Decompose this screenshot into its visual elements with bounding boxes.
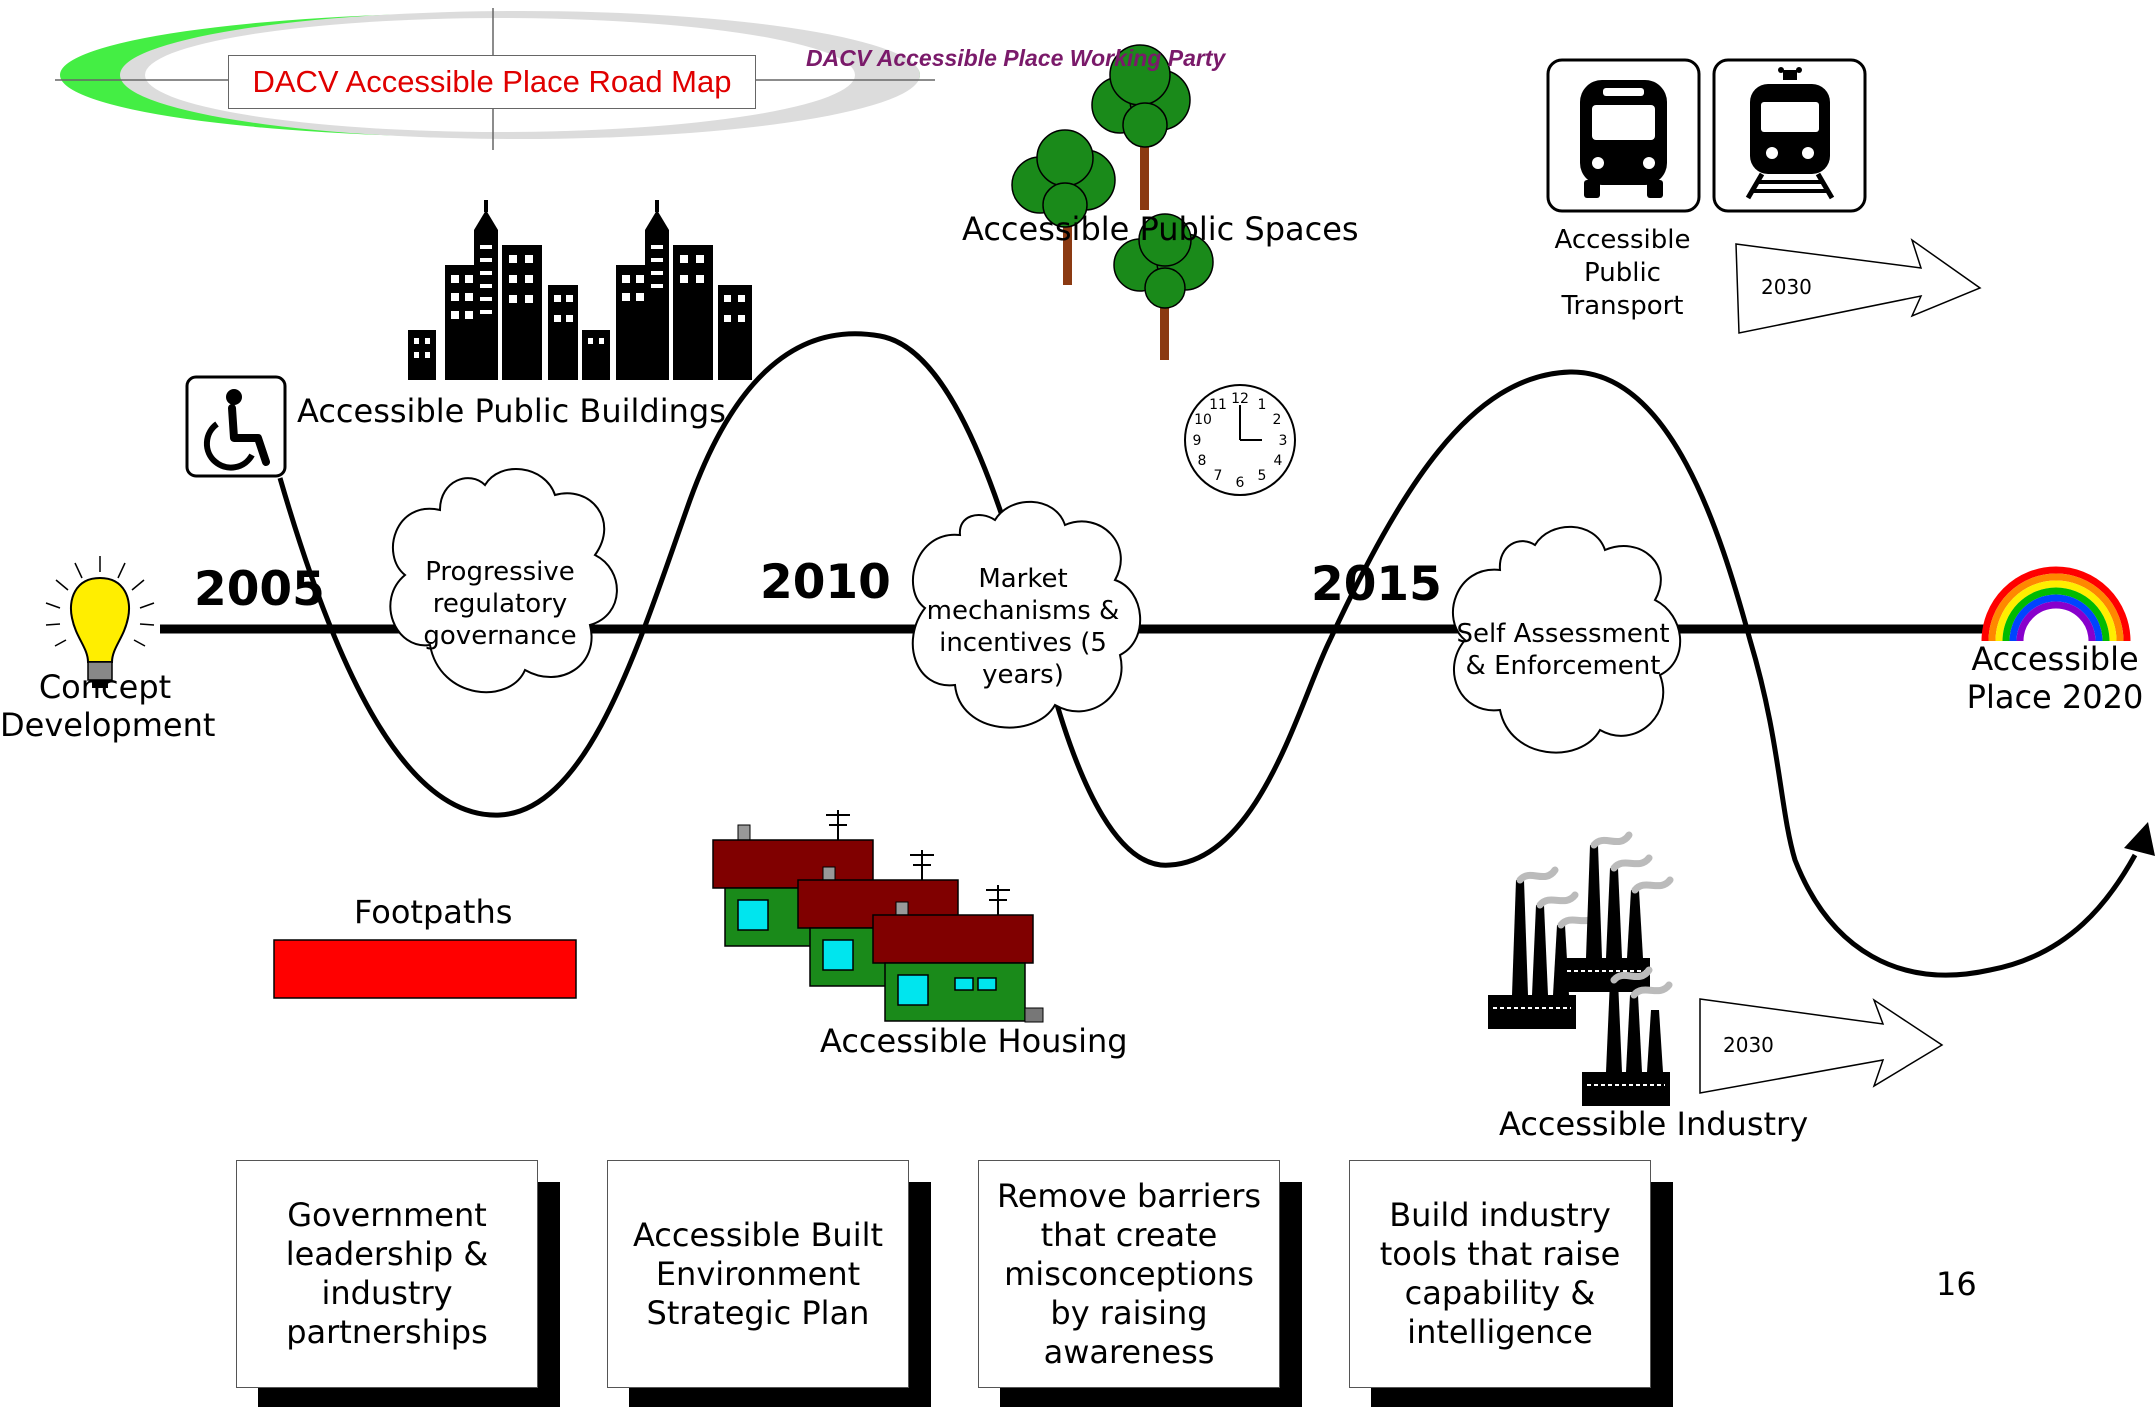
strategy-box: Accessible Built Environment Strategic P…	[607, 1160, 909, 1388]
cloud-progressive	[389, 468, 618, 694]
footpath-bar	[273, 939, 577, 999]
accessible-industry-label: Accessible Industry	[1499, 1105, 1809, 1143]
city-windows	[414, 245, 745, 358]
year-2010-label: 2010	[760, 555, 891, 610]
working-party-caption: DACV Accessible Place Working Party	[806, 45, 1226, 71]
strategy-box: Remove barriers that create misconceptio…	[978, 1160, 1280, 1388]
strategy-box-text: Build industry tools that raise capabili…	[1379, 1196, 1621, 1351]
svg-text:4: 4	[1274, 453, 1283, 469]
transport-2030-arrow	[1735, 238, 1982, 334]
svg-text:2: 2	[1273, 412, 1282, 428]
tree-icon	[1091, 44, 1191, 210]
strategy-box-text: Remove barriers that create misconceptio…	[996, 1176, 1262, 1371]
tree-icon	[1113, 213, 1214, 360]
svg-text:1: 1	[1258, 397, 1267, 413]
svg-text:10: 10	[1194, 412, 1212, 428]
year-2015-label: 2015	[1311, 557, 1442, 612]
bus-icon	[1546, 58, 1701, 213]
strategy-box-text: Accessible Built Environment Strategic P…	[632, 1215, 884, 1332]
svg-text:12: 12	[1231, 391, 1249, 407]
factory-icon	[1562, 831, 1674, 992]
strategy-box: Government leadership & industry partner…	[236, 1160, 538, 1388]
cloud-self-assessment	[1451, 525, 1682, 754]
wheelchair-icon	[185, 375, 287, 478]
year-2005-label: 2005	[194, 562, 325, 617]
industry-2030-label: 2030	[1723, 1033, 1774, 1057]
cloud-progressive-text: Progressive regulatory governance	[423, 557, 577, 651]
factory-icon	[1582, 966, 1673, 1106]
svg-text:11: 11	[1209, 397, 1227, 413]
industry-2030-arrow	[1699, 998, 1944, 1094]
concept-development-label: Concept Development	[0, 668, 216, 744]
train-icon	[1712, 58, 1867, 213]
page-number: 16	[1936, 1265, 1977, 1303]
wave-arrowhead	[2124, 822, 2155, 856]
rainbow-icon	[1981, 566, 2131, 642]
strategy-box: Build industry tools that raise capabili…	[1349, 1160, 1651, 1388]
tree-icon	[1011, 129, 1116, 285]
strategy-box-text: Government leadership & industry partner…	[285, 1196, 489, 1351]
cloud-self-assessment-text: Self Assessment & Enforcement	[1456, 619, 1670, 681]
accessible-public-buildings-label: Accessible Public Buildings	[297, 392, 726, 430]
svg-text:3: 3	[1279, 433, 1288, 449]
svg-text:7: 7	[1214, 468, 1223, 484]
footpaths-label: Footpaths	[354, 893, 513, 931]
accessible-public-transport-label: Accessible Public Transport	[1554, 225, 1691, 321]
accessible-public-spaces-label: Accessible Public Spaces	[962, 210, 1359, 248]
wave-curve	[277, 331, 2138, 978]
lightbulb-icon	[45, 556, 155, 688]
page-title: DACV Accessible Place Road Map	[228, 55, 756, 109]
factory-icon	[1488, 866, 1600, 1029]
accessible-place-2020-label: Accessible Place 2020	[1966, 640, 2144, 716]
svg-text:8: 8	[1198, 453, 1207, 469]
cloud-market	[911, 500, 1142, 729]
svg-text:9: 9	[1193, 433, 1202, 449]
svg-text:5: 5	[1258, 468, 1267, 484]
house-icon	[872, 885, 1044, 1023]
city-skyline-icon	[408, 200, 752, 380]
transport-2030-label: 2030	[1761, 275, 1812, 299]
svg-text:6: 6	[1236, 475, 1245, 491]
cloud-market-text: Market mechanisms & incentives (5 years)	[926, 564, 1120, 690]
accessible-housing-label: Accessible Housing	[820, 1022, 1128, 1060]
